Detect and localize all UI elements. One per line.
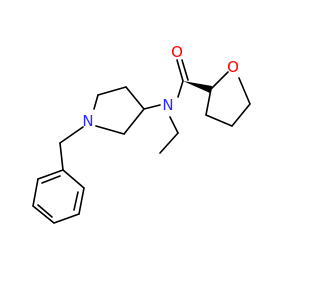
bond bbox=[238, 77, 251, 105]
bond bbox=[210, 71, 229, 90]
bond bbox=[95, 125, 125, 135]
bond bbox=[231, 103, 251, 127]
bond bbox=[62, 169, 85, 189]
bond bbox=[123, 108, 145, 135]
nitrogen-atom-label: N bbox=[82, 112, 93, 130]
bond bbox=[169, 116, 179, 134]
bond bbox=[53, 213, 80, 224]
bond bbox=[93, 94, 99, 110]
nitrogen-atom-label: N bbox=[162, 96, 173, 114]
bond bbox=[59, 126, 84, 144]
bond bbox=[205, 88, 212, 116]
bond bbox=[205, 114, 233, 127]
oxygen-atom-label: O bbox=[171, 43, 183, 61]
bond bbox=[125, 86, 145, 110]
bond bbox=[41, 175, 61, 184]
bond bbox=[159, 132, 179, 154]
bond bbox=[32, 205, 55, 224]
bond bbox=[37, 169, 64, 180]
bond bbox=[177, 80, 184, 98]
bond bbox=[73, 191, 79, 211]
bond bbox=[37, 204, 53, 218]
bond bbox=[59, 142, 64, 171]
bond bbox=[32, 178, 39, 207]
structure-canvas: N N O O bbox=[32, 43, 251, 224]
wedge-bond bbox=[183, 81, 212, 93]
bond bbox=[97, 86, 127, 96]
molecule-drawing: N N O O bbox=[32, 43, 251, 224]
bond bbox=[181, 59, 189, 81]
oxygen-atom-label: O bbox=[227, 58, 239, 76]
atom-labels: N N O O bbox=[82, 43, 239, 130]
bond bbox=[176, 59, 184, 82]
bonds bbox=[32, 59, 251, 224]
bond bbox=[78, 187, 85, 215]
bond bbox=[143, 104, 161, 110]
